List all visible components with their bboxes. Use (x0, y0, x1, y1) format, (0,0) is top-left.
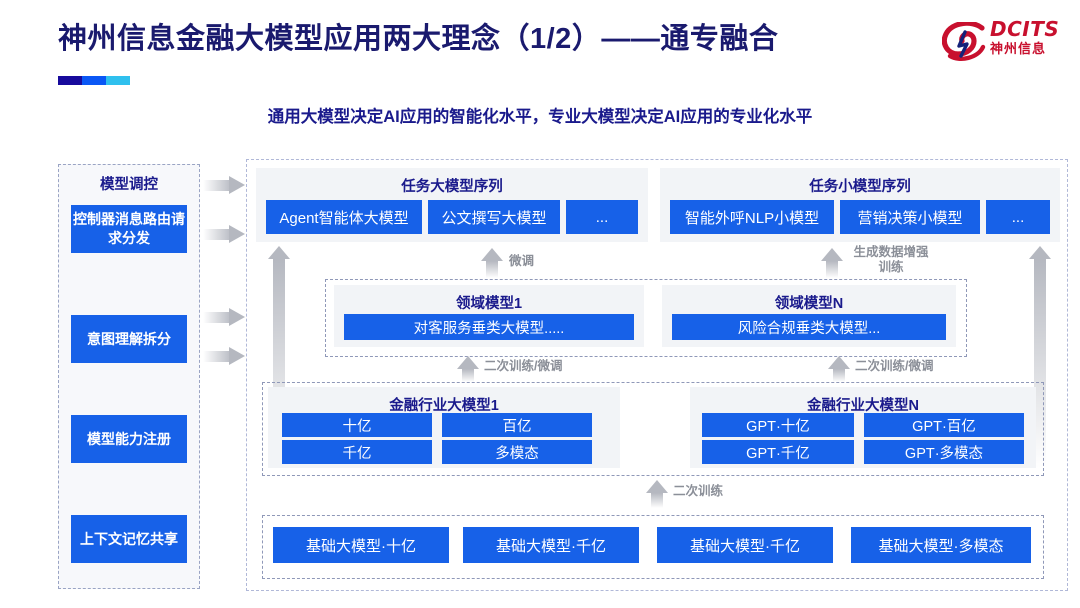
arrow-shaft (203, 312, 231, 323)
industry-model-1-panel: 金融行业大模型1 十亿 百亿 千亿 多模态 (268, 387, 620, 468)
arrow-head (229, 225, 245, 243)
panel-title: 金融行业大模型N (807, 398, 919, 414)
sidebar-item-context-memory-sharing[interactable]: 上下文记忆共享 (71, 515, 187, 563)
base-box-1000b-b[interactable]: 基础大模型·千亿 (657, 527, 833, 563)
domain-model-group (325, 279, 967, 357)
arrow-label-retrain-finetune-left: 二次训练/微调 (484, 359, 563, 373)
arrow-label-retrain: 二次训练 (673, 484, 724, 498)
arrow-fine-tune (481, 248, 503, 278)
arrow-label-retrain-finetune-right: 二次训练/微调 (855, 359, 934, 373)
arrow-head (821, 248, 843, 261)
arrow-label-fine-tune: 微调 (509, 254, 535, 268)
architecture-frame (246, 159, 1068, 591)
task-box-doc-writing[interactable]: 公文撰写大模型 (428, 200, 560, 234)
arrow-head (1029, 246, 1051, 259)
arrow-head (229, 308, 245, 326)
subtitle: 通用大模型决定AI应用的智能化水平，专业大模型决定AI应用的专业化水平 (267, 108, 813, 126)
task-small-model-panel: 任务小模型序列 智能外呼NLP小模型 营销决策小模型 ... (660, 168, 1060, 242)
industry-model-group (262, 382, 1044, 476)
sidebar-item-intent-understanding[interactable]: 意图理解拆分 (71, 315, 187, 363)
arrow-shaft (651, 493, 663, 508)
arrow-head (457, 356, 479, 369)
accent-segment-1 (58, 76, 82, 85)
sidebar-item-capability-registry[interactable]: 模型能力注册 (71, 415, 187, 463)
arrow-head (481, 248, 503, 261)
domain-box-risk-compliance[interactable]: 风险合规垂类大模型... (672, 314, 946, 340)
panel-title: 任务大模型序列 (401, 179, 503, 195)
task-box-outbound-nlp[interactable]: 智能外呼NLP小模型 (670, 200, 834, 234)
industry-box-gpt-10b[interactable]: GPT·十亿 (702, 413, 854, 437)
industry-box-gpt-1000b[interactable]: GPT·千亿 (702, 440, 854, 464)
arrow-shaft (462, 369, 474, 382)
panel-title: 领域模型1 (455, 296, 523, 312)
arrow-retrain-finetune-right (828, 356, 850, 382)
page-title: 神州信息金融大模型应用两大理念（1/2）——通专融合 (58, 23, 779, 55)
arrow-head (229, 176, 245, 194)
industry-box-100b[interactable]: 百亿 (442, 413, 592, 437)
arrow-shaft (833, 369, 845, 382)
logo-text: DCITS 神州信息 (990, 18, 1066, 57)
base-box-10b[interactable]: 基础大模型·十亿 (273, 527, 449, 563)
domain-model-1-panel: 领域模型1 对客服务垂类大模型..... (334, 285, 644, 347)
arrow-shaft (203, 351, 231, 362)
panel-title: 领域模型N (774, 296, 844, 312)
task-box-marketing-decision[interactable]: 营销决策小模型 (840, 200, 980, 234)
base-box-multimodal[interactable]: 基础大模型·多模态 (851, 527, 1031, 563)
arrow-label-data-augmentation: 生成数据增强训练 (853, 245, 929, 274)
arrow-shaft (826, 261, 838, 278)
sidebar-arrow-4 (203, 347, 245, 366)
arrow-shaft (203, 180, 231, 191)
arrow-head (268, 246, 290, 259)
domain-model-n-panel: 领域模型N 风险合规垂类大模型... (662, 285, 956, 347)
sidebar-arrow-2 (203, 225, 245, 244)
arrow-data-augmentation (821, 248, 843, 278)
sidebar-title: 模型调控 (100, 177, 158, 193)
task-large-model-panel: 任务大模型序列 Agent智能体大模型 公文撰写大模型 ... (256, 168, 648, 242)
task-box-more[interactable]: ... (566, 200, 638, 234)
accent-segment-2 (81, 76, 106, 85)
dcits-logo: DCITS 神州信息 (942, 18, 1066, 70)
base-box-1000b-a[interactable]: 基础大模型·千亿 (463, 527, 639, 563)
industry-box-10b[interactable]: 十亿 (282, 413, 432, 437)
panel-title: 金融行业大模型1 (389, 398, 499, 414)
domain-box-customer-service[interactable]: 对客服务垂类大模型..... (344, 314, 634, 340)
base-model-group: 基础大模型·十亿 基础大模型·千亿 基础大模型·千亿 基础大模型·多模态 (262, 515, 1044, 579)
arrow-retrain (646, 480, 668, 508)
page-header: 神州信息金融大模型应用两大理念（1/2）——通专融合 DCITS 神州信息 (0, 0, 1080, 95)
arrow-retrain-finetune-left (457, 356, 479, 382)
industry-box-1000b[interactable]: 千亿 (282, 440, 432, 464)
arrow-head (229, 347, 245, 365)
panel-title: 任务小模型序列 (809, 179, 911, 195)
sidebar-item-controller-routing[interactable]: 控制器消息路由请求分发 (71, 205, 187, 253)
arrow-head (828, 356, 850, 369)
industry-box-gpt-100b[interactable]: GPT·百亿 (864, 413, 1024, 437)
accent-segment-3 (105, 76, 130, 85)
industry-model-n-panel: 金融行业大模型N GPT·十亿 GPT·百亿 GPT·千亿 GPT·多模态 (690, 387, 1036, 468)
arrow-shaft (203, 229, 231, 240)
diagram-canvas: 模型调控 控制器消息路由请求分发 意图理解拆分 模型能力注册 上下文记忆共享 任… (0, 150, 1080, 608)
arrow-head (646, 480, 668, 493)
accent-bar (58, 76, 130, 85)
logo-en-text: DCITS (990, 17, 1060, 41)
model-control-sidebar: 模型调控 控制器消息路由请求分发 意图理解拆分 模型能力注册 上下文记忆共享 (58, 164, 200, 589)
dcits-swirl-icon (942, 22, 986, 61)
industry-box-multimodal[interactable]: 多模态 (442, 440, 592, 464)
logo-cn-text: 神州信息 (990, 41, 1047, 56)
task-box-agent[interactable]: Agent智能体大模型 (266, 200, 422, 234)
sidebar-arrow-1 (203, 176, 245, 195)
industry-box-gpt-multimodal[interactable]: GPT·多模态 (864, 440, 1024, 464)
sidebar-arrow-3 (203, 308, 245, 327)
arrow-shaft (486, 261, 498, 278)
task-box-more[interactable]: ... (986, 200, 1050, 234)
